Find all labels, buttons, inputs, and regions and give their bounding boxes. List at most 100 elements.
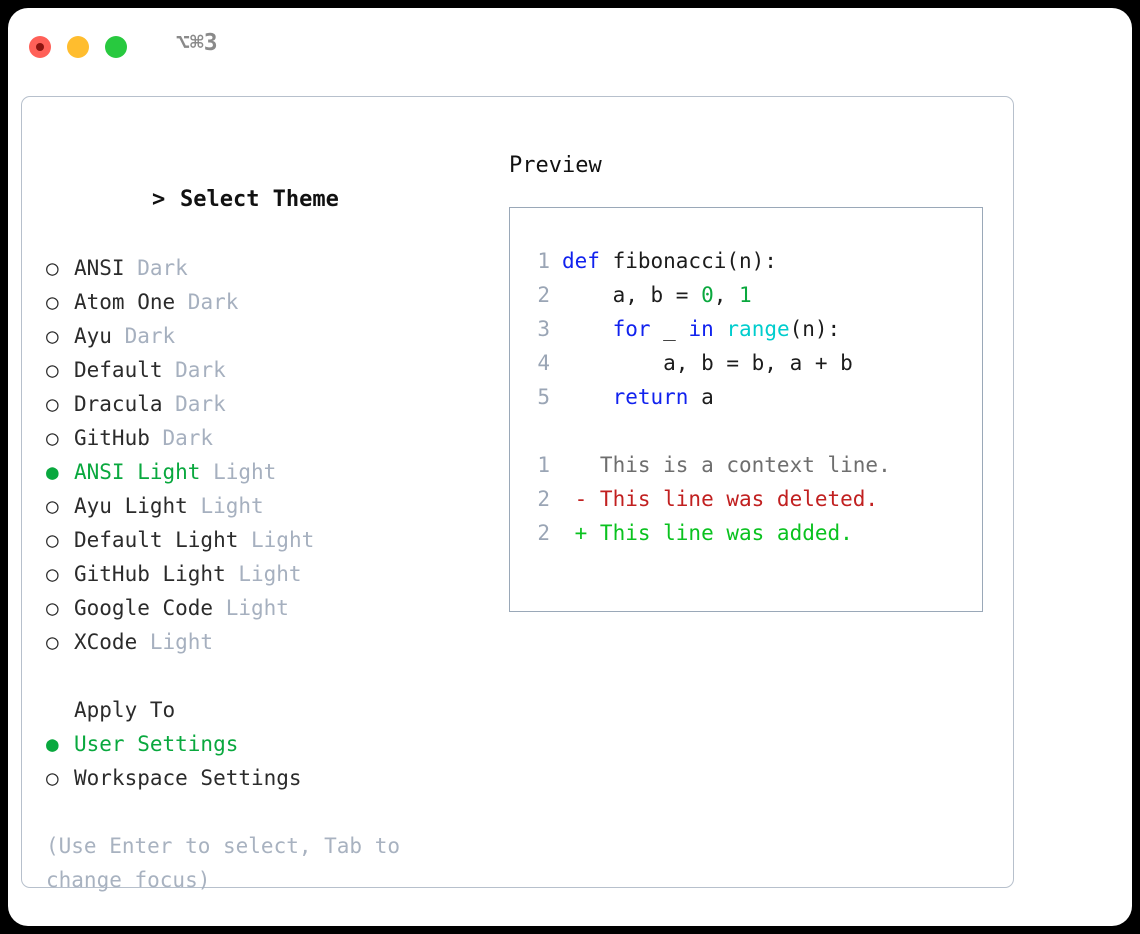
theme-name-label: Default [74,358,163,382]
theme-list-item[interactable]: ○ANSI Dark [46,251,486,285]
line-number: 4 [537,351,550,375]
radio-unselected-icon: ○ [46,528,59,552]
theme-name-label: Ayu Light [74,494,188,518]
theme-variant-label: Dark [111,324,176,348]
radio-unselected-icon: ○ [46,392,59,416]
theme-list-item[interactable]: ○ GitHub Dark [46,421,486,455]
code-token: range [726,317,790,341]
keyboard-hint: (Use Enter to select, Tab to change focu… [46,834,401,892]
list-spacer [46,659,486,693]
radio-unselected-icon: ○ [46,426,59,450]
apply-to-option[interactable]: ● User Settings [46,727,486,761]
line-number: 5 [537,385,550,409]
theme-variant-label: Dark [175,290,239,314]
line-number: 1 [537,453,550,477]
code-token: , [713,283,740,307]
theme-variant-label: Light [137,630,214,654]
diff-text: + This line was added. [562,521,853,545]
code-token: 1 [739,283,752,307]
theme-list-item[interactable]: ○ Ayu Light Light [46,489,486,523]
theme-name-label: Default Light [74,528,239,552]
diff-line: 2 + This line was added. [510,516,982,550]
code-token: return [612,385,689,409]
theme-list-header: > Select Theme [46,149,486,251]
radio-unselected-icon: ○ [46,324,59,348]
app-window: ⌥⌘3 >Select Theme ○ANSI Dark○Atom One Da… [8,8,1132,926]
code-line: 3 for _ in range(n): [510,312,982,346]
line-number: 1 [537,249,550,273]
diff-sample: 1 This is a context line. 2 - This line w… [510,448,982,550]
theme-list-item[interactable]: ○ Ayu Dark [46,319,486,353]
theme-list-item[interactable]: ○ Google Code Light [46,591,486,625]
theme-selector-column: >Select Theme ○ANSI Dark○Atom One Dark○A… [46,149,486,897]
theme-name-label: GitHub Light [74,562,226,586]
radio-unselected-icon: ○ [46,766,59,790]
theme-variant-label: Light [238,528,315,552]
code-token [562,317,613,341]
radio-selected-icon: ● [46,460,59,484]
theme-list-item[interactable]: ○ Atom One Dark [46,285,486,319]
theme-variant-label: Dark [149,426,214,450]
radio-unselected-icon: ○ [46,290,59,314]
theme-variant-label: Dark [124,256,188,280]
prompt-caret-icon: > [151,187,166,212]
code-token: a [688,385,714,409]
radio-unselected-icon: ○ [46,562,59,586]
line-number: 3 [537,317,550,341]
theme-name-label: XCode [74,630,138,654]
apply-to-title: Apply To [74,698,176,722]
theme-name-label: Dracula [74,392,163,416]
line-number: 2 [537,283,550,307]
main-panel: >Select Theme ○ANSI Dark○Atom One Dark○A… [21,96,1014,892]
radio-unselected-icon: ○ [46,256,59,280]
radio-selected-icon: ● [46,732,59,756]
close-button[interactable] [29,36,51,58]
code-token: (n): [789,317,841,341]
apply-to-label: Workspace Settings [74,766,302,790]
code-token: _ [650,317,689,341]
line-number: 2 [537,521,550,545]
theme-name-label: Google Code [74,596,214,620]
diff-line: 2 - This line was deleted. [510,482,982,516]
apply-to-label: User Settings [74,732,239,756]
keyboard-shortcut-label: ⌥⌘3 [176,30,218,56]
title-bar: ⌥⌘3 [8,8,1132,80]
theme-variant-label: Light [213,596,289,620]
code-token: for [612,317,651,341]
theme-name-label: GitHub [74,426,150,450]
code-diff-gap [510,414,982,448]
theme-list: ○ANSI Dark○Atom One Dark○Ayu Dark○Defaul… [46,251,486,659]
code-token [562,385,613,409]
theme-list-item[interactable]: ○ Default Dark [46,353,486,387]
apply-to-list: ● User Settings ○ Workspace Settings [46,727,486,795]
radio-unselected-icon: ○ [46,494,59,518]
maximize-button[interactable] [105,36,127,58]
diff-text: This is a context line. [562,453,891,477]
preview-title: Preview [509,153,602,178]
apply-to-option[interactable]: ○ Workspace Settings [46,761,486,795]
code-token: in [688,317,714,341]
theme-list-title: Select Theme [179,187,339,212]
theme-variant-label: Dark [162,358,226,382]
theme-variant-label: Light [187,494,264,518]
code-token [714,317,727,341]
theme-list-item[interactable]: ○ Default Light Light [46,523,486,557]
theme-name-label: ANSI Light [74,460,201,484]
theme-variant-label: Light [225,562,302,586]
code-token: a, b = b, a + b [562,351,853,375]
code-token: fibonacci(n): [612,249,777,273]
theme-list-item[interactable]: ○ GitHub Light Light [46,557,486,591]
theme-list-item[interactable]: ●ANSI Light Light [46,455,486,489]
code-line: 4 a, b = b, a + b [510,346,982,380]
radio-unselected-icon: ○ [46,358,59,382]
radio-unselected-icon: ○ [46,596,59,620]
code-token: def [562,249,613,273]
theme-list-item[interactable]: ○XCode Light [46,625,486,659]
theme-name-label: Ayu [74,324,112,348]
theme-name-label: Atom One [74,290,176,314]
theme-list-item[interactable]: ○ Dracula Dark [46,387,486,421]
minimize-button[interactable] [67,36,89,58]
theme-variant-label: Dark [162,392,226,416]
